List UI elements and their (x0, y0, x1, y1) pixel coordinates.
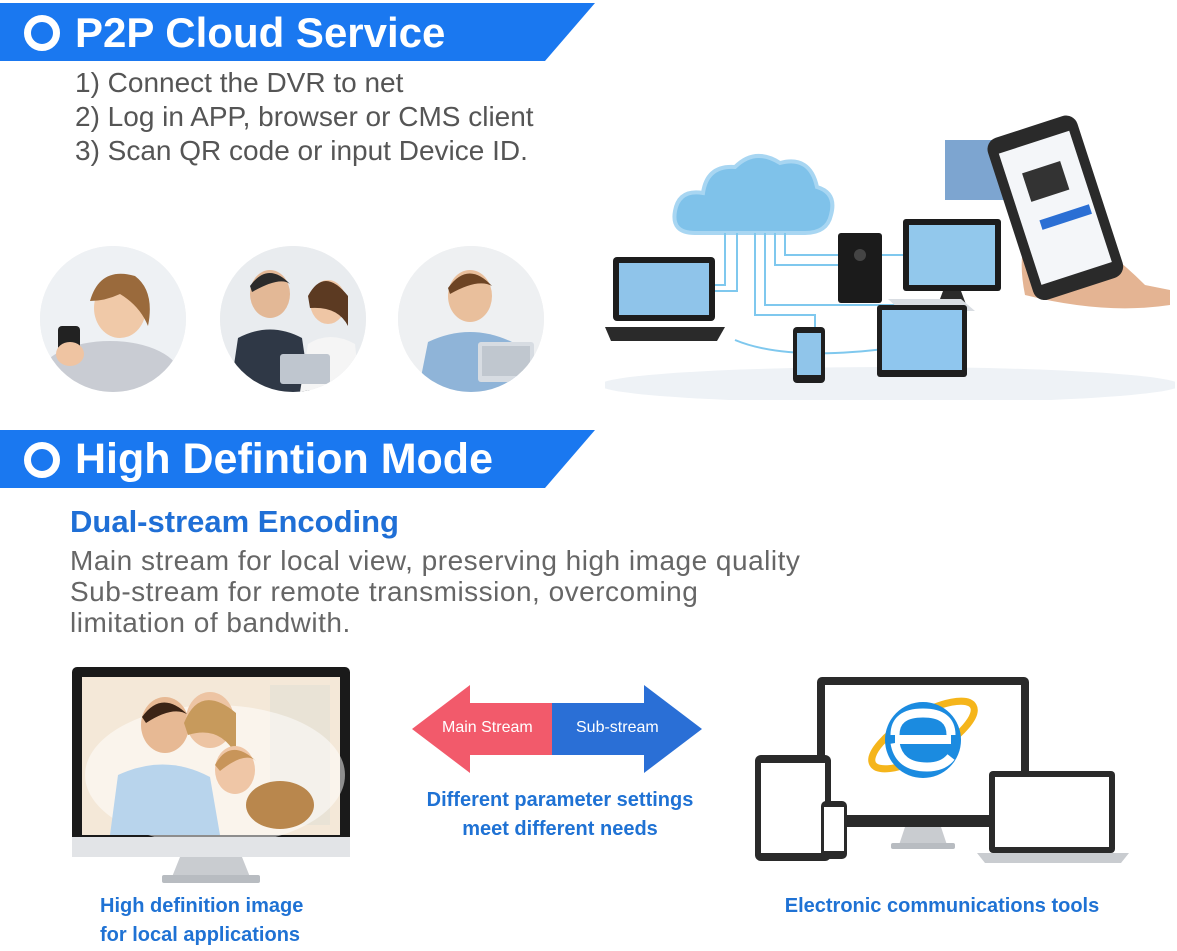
banner-shape (0, 3, 595, 61)
step-item: 2) Log in APP, browser or CMS client (75, 101, 534, 132)
description-line: Sub-stream for remote transmission, over… (70, 576, 699, 607)
hd-banner: High Defintion Mode (0, 430, 595, 488)
description-line: limitation of bandwith. (70, 607, 351, 638)
user-photo-laptop (398, 246, 544, 392)
description-line: Main stream for local view, preserving h… (70, 545, 801, 576)
arrows-caption: Different parameter settings meet differ… (414, 786, 706, 844)
p2p-banner: P2P Cloud Service (0, 3, 595, 61)
hd-monitor-illustration (72, 667, 350, 883)
internet-explorer-logo-icon (868, 697, 978, 778)
user-photo-phone (40, 246, 186, 392)
caption-line: Different parameter settings (426, 789, 694, 811)
user-photo-business (220, 246, 366, 392)
devices-caption: Electronic communications tools (762, 892, 1122, 921)
sub-stream-arrow (552, 685, 702, 773)
banner-shape (0, 430, 595, 488)
monitor-caption: High definition image for local applicat… (100, 892, 330, 950)
caption-line: Electronic communications tools (784, 895, 1100, 917)
circle-bullet-icon (24, 442, 60, 478)
p2p-title: P2P Cloud Service (75, 9, 446, 56)
circle-bullet-icon (24, 15, 60, 51)
caption-line: High definition image (100, 895, 304, 917)
cloud-network-illustration (605, 115, 1175, 400)
dual-stream-heading: Dual-stream Encoding (70, 504, 399, 539)
caption-line: meet different needs (462, 818, 658, 840)
main-stream-arrow (412, 685, 562, 773)
p2p-steps: 1) Connect the DVR to net 2) Log in APP,… (75, 66, 534, 168)
hd-description: Main stream for local view, preserving h… (70, 545, 800, 638)
devices-illustration (755, 677, 1129, 863)
stream-arrows (412, 685, 702, 773)
step-item: 3) Scan QR code or input Device ID. (75, 135, 528, 166)
cloud-icon (672, 154, 835, 235)
hd-title: High Defintion Mode (75, 435, 493, 483)
caption-line: for local applications (100, 924, 301, 946)
sub-stream-label: Sub-stream (576, 719, 659, 736)
step-item: 1) Connect the DVR to net (75, 67, 404, 98)
main-stream-label: Main Stream (442, 719, 533, 736)
